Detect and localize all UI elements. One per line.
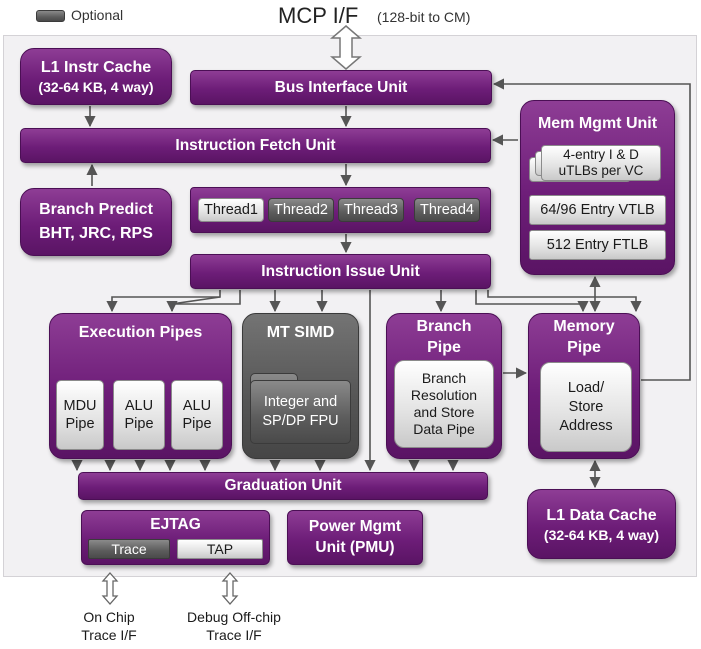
branch-predict-block: Branch Predict BHT, JRC, RPS <box>20 188 172 256</box>
utlb-stack-front: 4-entry I & D uTLBs per VC <box>541 145 661 181</box>
alu-pipe-1: ALU Pipe <box>113 380 165 450</box>
execution-pipes-title: Execution Pipes <box>78 324 203 341</box>
load-store-address-unit: Load/ Store Address <box>540 362 632 452</box>
branch-pipe-title: Branch Pipe <box>416 318 472 356</box>
connector-arrow-9 <box>106 290 221 313</box>
vtlb-block: 64/96 Entry VTLB <box>529 195 666 225</box>
alu-pipe-2: ALU Pipe <box>171 380 223 450</box>
debug-off-chip-label: Debug Off-chip Trace I/F <box>187 609 281 643</box>
thread-3: Thread3 <box>338 198 404 222</box>
l1-data-cache-title: L1 Data Cache <box>546 507 657 524</box>
branch-resolution-unit: Branch Resolution and Store Data Pipe <box>394 360 494 448</box>
thread-1: Thread1 <box>198 198 264 222</box>
mcp-if-title: MCP I/F <box>278 3 359 28</box>
optional-legend-swatch <box>36 10 65 22</box>
integer-fpu-unit: Integer and SP/DP FPU <box>250 380 351 444</box>
thread-4: Thread4 <box>414 198 480 222</box>
connector-arrow-17 <box>487 290 642 313</box>
thread-2: Thread2 <box>268 198 334 222</box>
instruction-fetch-unit-block: Instruction Fetch Unit <box>20 128 491 163</box>
branch-predict-title: Branch Predict <box>39 201 153 218</box>
bus-interface-unit-block: Bus Interface Unit <box>190 70 492 105</box>
mem-mgmt-unit-title: Mem Mgmt Unit <box>537 115 658 132</box>
l1-instr-cache-block: L1 Instr Cache (32-64 KB, 4 way) <box>20 48 172 105</box>
mdu-pipe: MDU Pipe <box>56 380 104 450</box>
external-interface-arrow <box>221 572 239 605</box>
memory-pipe-title: Memory Pipe <box>553 318 615 356</box>
mcp-interface-arrow <box>329 25 363 70</box>
trace-unit: Trace <box>88 539 170 559</box>
optional-legend-label: Optional <box>71 7 124 23</box>
mcp-if-subtitle: (128-bit to CM) <box>377 9 471 25</box>
ftlb-block: 512 Entry FTLB <box>529 230 666 260</box>
on-chip-trace-label: On Chip Trace I/F <box>81 609 137 643</box>
tap-unit: TAP <box>177 539 263 559</box>
connector-arrow-12 <box>172 290 241 305</box>
l1-instr-cache-detail: (32-64 KB, 4 way) <box>38 79 154 95</box>
l1-instr-cache-title: L1 Instr Cache <box>40 59 152 76</box>
ejtag-title: EJTAG <box>150 516 201 533</box>
l1-data-cache-block: L1 Data Cache (32-64 KB, 4 way) <box>527 489 676 559</box>
branch-predict-detail: BHT, JRC, RPS <box>39 225 153 242</box>
graduation-unit-block: Graduation Unit <box>78 472 488 500</box>
instruction-issue-unit-block: Instruction Issue Unit <box>190 254 491 289</box>
external-interface-arrow <box>101 572 119 605</box>
connector-arrow-16 <box>475 290 589 313</box>
l1-data-cache-detail: (32-64 KB, 4 way) <box>543 527 660 543</box>
power-mgmt-block: Power Mgmt Unit (PMU) <box>287 510 423 565</box>
mt-simd-title: MT SIMD <box>266 324 335 341</box>
connector-arrow-7 <box>492 78 691 381</box>
